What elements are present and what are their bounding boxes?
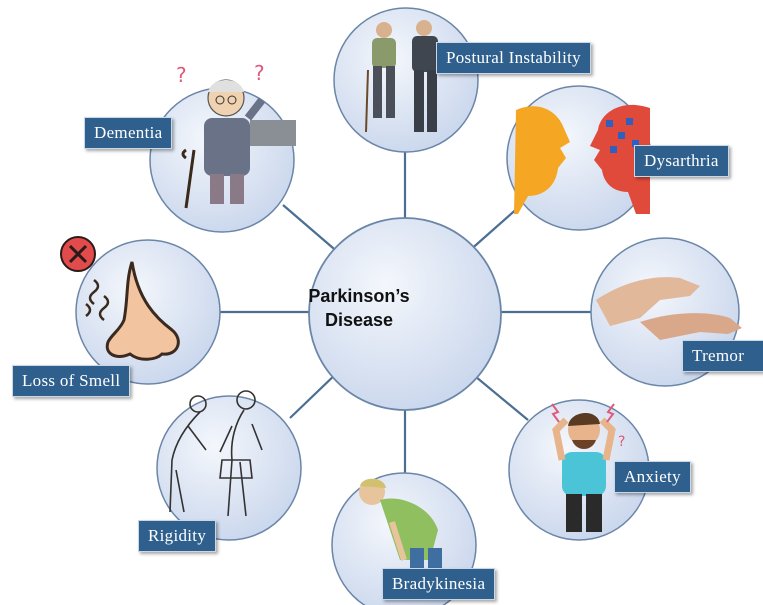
label-dementia: Dementia <box>84 117 173 149</box>
label-dysarthria: Dysarthria <box>634 145 729 177</box>
connector-dementia <box>282 204 341 255</box>
elderly-men-walking-photo <box>365 20 438 133</box>
connector-dysarthria <box>467 205 521 253</box>
confused-elderly-man-icon: ? ? <box>176 61 296 209</box>
connectors <box>220 150 592 478</box>
label-postural-instability: Postural Instability <box>436 42 591 74</box>
center-title: Parkinson’s Disease <box>297 284 421 332</box>
center-title-line1: Parkinson’s <box>308 286 410 306</box>
label-anxiety: Anxiety <box>614 461 691 493</box>
connector-anxiety <box>469 371 529 421</box>
label-bradykinesia: Bradykinesia <box>382 568 496 600</box>
center-title-line2: Disease <box>324 310 394 330</box>
label-loss-of-smell: Loss of Smell <box>12 365 131 397</box>
anxious-man-icon: ? <box>551 403 625 532</box>
center-circle <box>308 217 502 411</box>
trembling-hands-photo <box>596 277 742 340</box>
speech-profiles-icon <box>514 104 650 214</box>
svg-text:?: ? <box>254 61 265 85</box>
stooped-figures-sketch <box>169 390 263 517</box>
label-tremor: Tremor <box>682 340 763 372</box>
circle-postural-instability <box>333 7 479 153</box>
svg-text:?: ? <box>618 434 625 450</box>
svg-text:?: ? <box>176 63 187 87</box>
connector-rigidity <box>289 369 341 419</box>
no-smell-x-icon <box>60 236 96 272</box>
nose-icon <box>85 261 180 361</box>
circle-rigidity <box>156 395 302 541</box>
label-rigidity: Rigidity <box>138 520 217 552</box>
